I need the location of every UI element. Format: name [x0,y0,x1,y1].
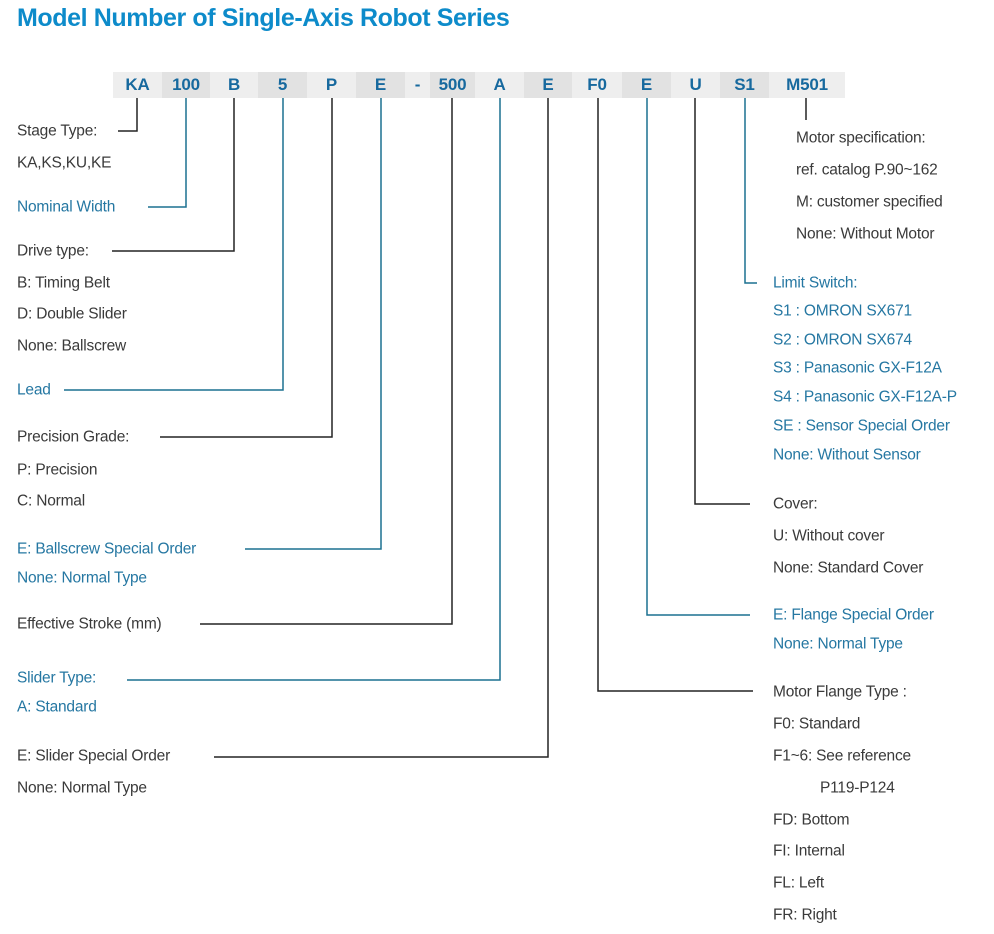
label-motor-spec: Motor specification: [796,129,926,147]
label-lead: Lead [17,381,51,399]
option-flange-f1-6: F1~6: See reference [773,747,911,765]
option-slider-none: None: Normal Type [17,779,147,797]
page-title: Model Number of Single-Axis Robot Series [17,4,510,32]
value-motor-spec-m: M: customer specified [796,193,943,211]
option-limit-se: SE : Sensor Special Order [773,417,950,435]
model-number-bar: KA 100 B 5 P E - 500 A E F0 E U S1 M501 [113,72,845,98]
label-motor-flange-type: Motor Flange Type : [773,683,907,701]
option-limit-none: None: Without Sensor [773,446,921,464]
option-ballscrew-none: None: Normal Type [17,569,147,587]
option-flange-fr: FR: Right [773,906,837,924]
option-limit-s2: S2 : OMRON SX674 [773,331,912,349]
model-segment-dash: - [405,72,430,98]
model-segment-cover: U [671,72,720,98]
option-cover-without: U: Without cover [773,527,885,545]
option-flange-special: E: Flange Special Order [773,606,934,624]
option-drive-double-slider: D: Double Slider [17,305,127,323]
option-limit-s1: S1 : OMRON SX671 [773,302,912,320]
model-segment-slider: A [475,72,524,98]
option-limit-s4: S4 : Panasonic GX-F12A-P [773,388,957,406]
model-segment-ballscrew: E [356,72,405,98]
label-cover: Cover: [773,495,818,513]
option-ballscrew-special: E: Ballscrew Special Order [17,540,197,558]
option-cover-standard: None: Standard Cover [773,559,924,577]
connector-flange-special [646,98,750,616]
model-segment-limit-switch: S1 [720,72,769,98]
model-segment-flange-special: E [622,72,671,98]
connector-precision-grade [160,98,333,438]
model-segment-lead: 5 [258,72,307,98]
connector-cover [694,98,750,505]
option-flange-fd: FD: Bottom [773,811,850,829]
option-slider-standard: A: Standard [17,698,97,716]
connector-lead [64,98,284,391]
option-precision-c: C: Normal [17,492,85,510]
connector-slider-type [127,98,501,681]
value-flange-reference-pages: P119-P124 [820,779,895,797]
value-stage-type-codes: KA,KS,KU,KE [17,154,112,172]
connector-drive-type [112,98,235,252]
option-slider-special: E: Slider Special Order [17,747,171,765]
option-flange-none: None: Normal Type [773,635,903,653]
option-limit-s3: S3 : Panasonic GX-F12A [773,359,942,377]
option-flange-fl: FL: Left [773,874,824,892]
label-limit-switch: Limit Switch: [773,274,858,292]
connector-ballscrew-special [245,98,382,550]
model-segment-stage: KA [113,72,162,98]
label-drive-type: Drive type: [17,242,89,260]
model-segment-stroke: 500 [430,72,475,98]
option-flange-fi: FI: Internal [773,842,845,860]
connector-limit-switch [744,98,757,284]
model-segment-width: 100 [162,72,210,98]
option-precision-p: P: Precision [17,461,98,479]
connector-effective-stroke [200,98,453,625]
label-effective-stroke: Effective Stroke (mm) [17,615,162,633]
model-segment-motor: M501 [769,72,845,98]
connector-nominal-width [148,98,187,208]
connector-motor-flange [597,98,753,692]
connector-slider-special [214,98,549,758]
option-flange-f0: F0: Standard [773,715,861,733]
value-motor-spec-none: None: Without Motor [796,225,935,243]
option-drive-ballscrew: None: Ballscrew [17,337,126,355]
label-stage-type: Stage Type: [17,122,98,140]
label-nominal-width: Nominal Width [17,198,116,216]
label-slider-type: Slider Type: [17,669,97,687]
connector-stage-type [118,98,138,132]
option-drive-belt: B: Timing Belt [17,274,110,292]
value-motor-spec-ref: ref. catalog P.90~162 [796,161,938,179]
model-segment-drive: B [210,72,258,98]
label-precision-grade: Precision Grade: [17,428,130,446]
model-segment-flange-type: F0 [572,72,622,98]
model-segment-precision: P [307,72,356,98]
model-segment-slider-special: E [524,72,572,98]
